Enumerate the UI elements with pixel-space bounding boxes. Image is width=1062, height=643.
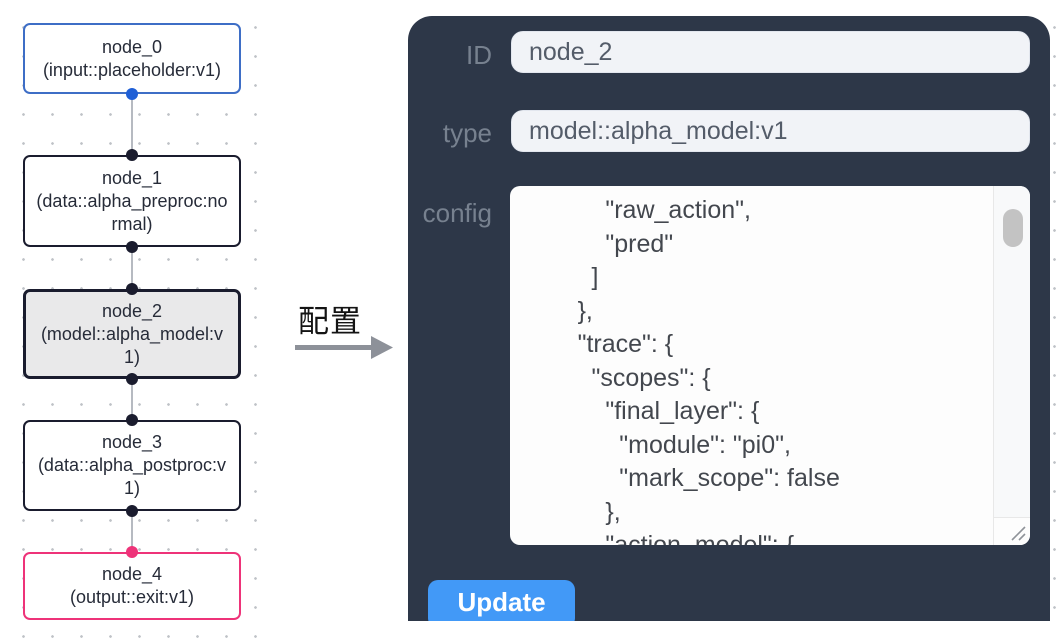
handle-node4-target[interactable]	[126, 546, 138, 558]
flow-node-node-2-selected[interactable]: node_2 (model::alpha_model:v1)	[23, 289, 241, 379]
flow-node-node-4[interactable]: node_4 (output::exit:v1)	[23, 552, 241, 620]
flow-node-node-3[interactable]: node_3 (data::alpha_postproc:v1)	[23, 420, 241, 511]
type-field-label: type	[442, 118, 492, 148]
flow-node-node-0[interactable]: node_0 (input::placeholder:v1)	[23, 23, 241, 94]
node-title: node_1	[101, 167, 163, 188]
handle-node2-source[interactable]	[126, 373, 138, 385]
configure-annotation: 配置	[298, 304, 362, 339]
right-arrow-icon	[295, 336, 393, 359]
handle-node2-target[interactable]	[126, 283, 138, 295]
flow-node-node-1[interactable]: node_1 (data::alpha_preproc:normal)	[23, 155, 241, 247]
config-json-text[interactable]: "raw_action", "pred" ] }, "trace": { "sc…	[577, 196, 840, 545]
node-type: (output::exit:v1)	[69, 587, 195, 607]
node-title: node_4	[101, 564, 163, 584]
node-type: (input::placeholder:v1)	[42, 59, 222, 80]
node-title: node_2	[101, 300, 163, 321]
config-resize-corner[interactable]	[993, 517, 1030, 545]
config-textarea[interactable]: "raw_action", "pred" ] }, "trace": { "sc…	[510, 186, 1030, 545]
node-inspector-panel: ID type config "raw_action", "pred" ] },…	[408, 16, 1050, 621]
update-button[interactable]: Update	[428, 580, 575, 621]
edge-node2-node3	[131, 379, 133, 420]
edge-node3-node4	[131, 511, 133, 552]
edge-node1-node2	[131, 247, 133, 289]
config-scrollbar-thumb[interactable]	[1003, 209, 1023, 247]
node-type: (data::alpha_preproc:normal)	[36, 190, 228, 234]
handle-node3-source[interactable]	[126, 505, 138, 517]
resize-grip-icon	[1011, 526, 1026, 541]
id-input[interactable]	[511, 31, 1030, 73]
config-field-label: config	[422, 198, 492, 228]
handle-node1-source[interactable]	[126, 241, 138, 253]
id-field-label: ID	[466, 40, 492, 70]
type-input[interactable]	[511, 110, 1030, 152]
node-title: node_3	[101, 432, 163, 452]
config-scrollbar-track[interactable]	[993, 186, 1030, 517]
handle-node0-source[interactable]	[126, 88, 138, 100]
edge-node0-node1	[131, 94, 133, 155]
node-type: (data::alpha_postproc:v1)	[37, 455, 227, 498]
handle-node3-target[interactable]	[126, 414, 138, 426]
node-title: node_0	[101, 36, 163, 57]
node-type: (model::alpha_model:v1)	[40, 323, 224, 367]
handle-node1-target[interactable]	[126, 149, 138, 161]
